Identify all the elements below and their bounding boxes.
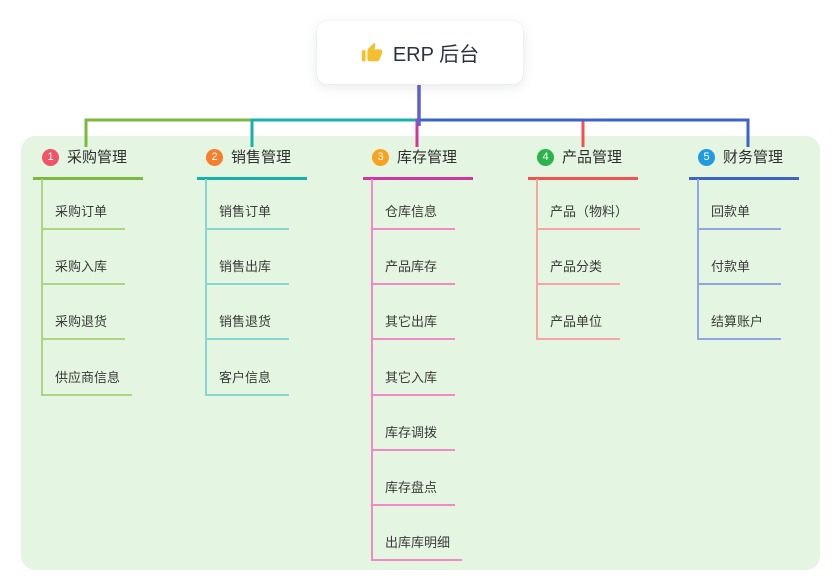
child-node[interactable]: 库存盘点 — [371, 479, 455, 506]
child-node[interactable]: 付款单 — [697, 258, 781, 285]
child-node[interactable]: 供应商信息 — [41, 369, 133, 396]
child-connector-line — [697, 179, 699, 340]
branch-label: 采购管理 — [67, 149, 128, 166]
branches-panel — [21, 136, 820, 570]
branch-number-badge: 1 — [42, 149, 59, 166]
child-connector-line — [371, 179, 373, 561]
child-node[interactable]: 采购入库 — [41, 258, 125, 285]
root-node[interactable]: ERP 后台 — [317, 21, 523, 84]
child-node[interactable]: 出库库明细 — [371, 534, 463, 561]
child-node[interactable]: 其它入库 — [371, 369, 455, 396]
thumbs-up-icon — [361, 42, 383, 64]
child-node[interactable]: 产品分类 — [536, 258, 620, 285]
child-node[interactable]: 回款单 — [697, 203, 781, 230]
branch-node-4[interactable]: 4 产品管理 — [528, 147, 638, 180]
root-title: ERP 后台 — [392, 44, 480, 66]
child-connector-line — [205, 179, 207, 396]
child-node[interactable]: 产品库存 — [371, 258, 455, 285]
branch-number-badge: 4 — [537, 149, 554, 166]
branch-label: 库存管理 — [397, 149, 458, 166]
branch-node-2[interactable]: 2 销售管理 — [197, 147, 307, 180]
branch-number-badge: 5 — [698, 149, 715, 166]
child-node[interactable]: 销售订单 — [205, 203, 289, 230]
branch-node-3[interactable]: 3 库存管理 — [363, 147, 473, 180]
branch-number-badge: 2 — [206, 149, 223, 166]
child-node[interactable]: 采购订单 — [41, 203, 125, 230]
child-node[interactable]: 库存调拨 — [371, 424, 455, 451]
child-node[interactable]: 产品单位 — [536, 313, 620, 340]
child-node[interactable]: 其它出库 — [371, 313, 455, 340]
child-connector-line — [41, 179, 43, 396]
child-node[interactable]: 销售退货 — [205, 313, 289, 340]
child-node[interactable]: 仓库信息 — [371, 203, 455, 230]
branch-node-1[interactable]: 1 采购管理 — [33, 147, 143, 180]
branch-label: 销售管理 — [231, 149, 292, 166]
child-node[interactable]: 结算账户 — [697, 313, 781, 340]
branch-node-5[interactable]: 5 财务管理 — [689, 147, 799, 180]
child-node[interactable]: 销售出库 — [205, 258, 289, 285]
child-node[interactable]: 产品（物料） — [536, 203, 641, 230]
child-node[interactable]: 客户信息 — [205, 369, 289, 396]
branch-label: 财务管理 — [723, 149, 784, 166]
child-node[interactable]: 采购退货 — [41, 313, 125, 340]
child-connector-line — [536, 179, 538, 340]
branch-number-badge: 3 — [372, 149, 389, 166]
branch-label: 产品管理 — [562, 149, 623, 166]
